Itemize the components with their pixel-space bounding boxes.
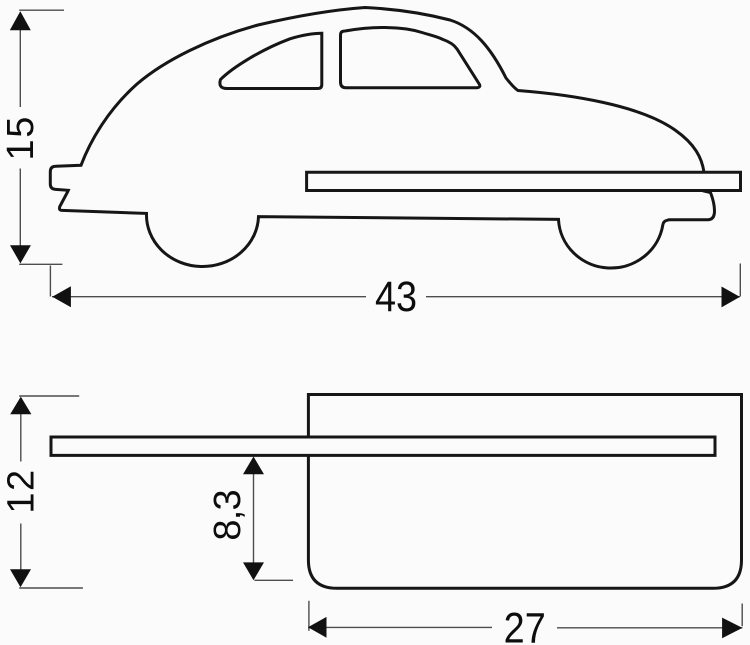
svg-text:15: 15 xyxy=(0,115,42,160)
svg-text:27: 27 xyxy=(504,603,546,645)
svg-text:43: 43 xyxy=(375,272,417,321)
svg-text:12: 12 xyxy=(1,468,43,513)
svg-text:8,3: 8,3 xyxy=(207,490,249,540)
